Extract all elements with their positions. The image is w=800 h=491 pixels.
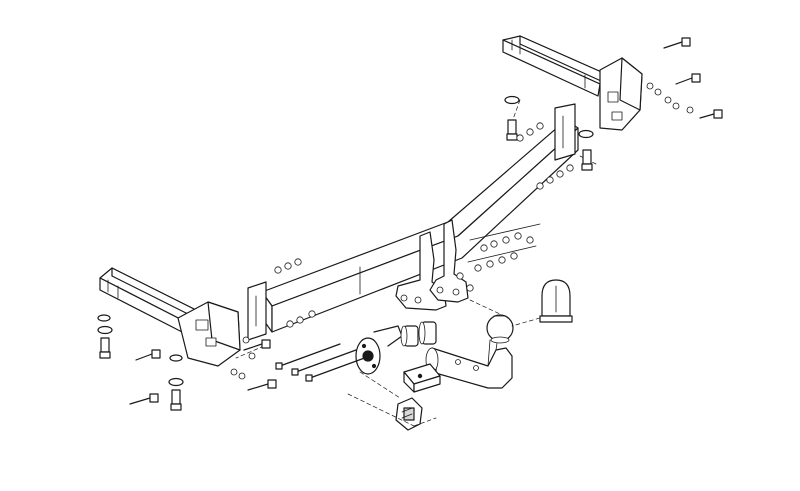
washers (97, 95, 594, 387)
electrical-socket-plate (355, 325, 403, 375)
bolts (99, 37, 723, 411)
left-side-rail-bracket (99, 267, 241, 367)
protective-cap (539, 279, 573, 323)
tow-ball-neck (425, 335, 513, 389)
rubber-bushes (400, 321, 437, 347)
center-drop-plates (395, 219, 469, 311)
nuts (230, 82, 694, 380)
tow-ball (486, 314, 514, 344)
socket-mounting-bracket (403, 363, 441, 393)
right-side-rail-bracket (502, 35, 643, 131)
wiring-connector (395, 397, 423, 431)
